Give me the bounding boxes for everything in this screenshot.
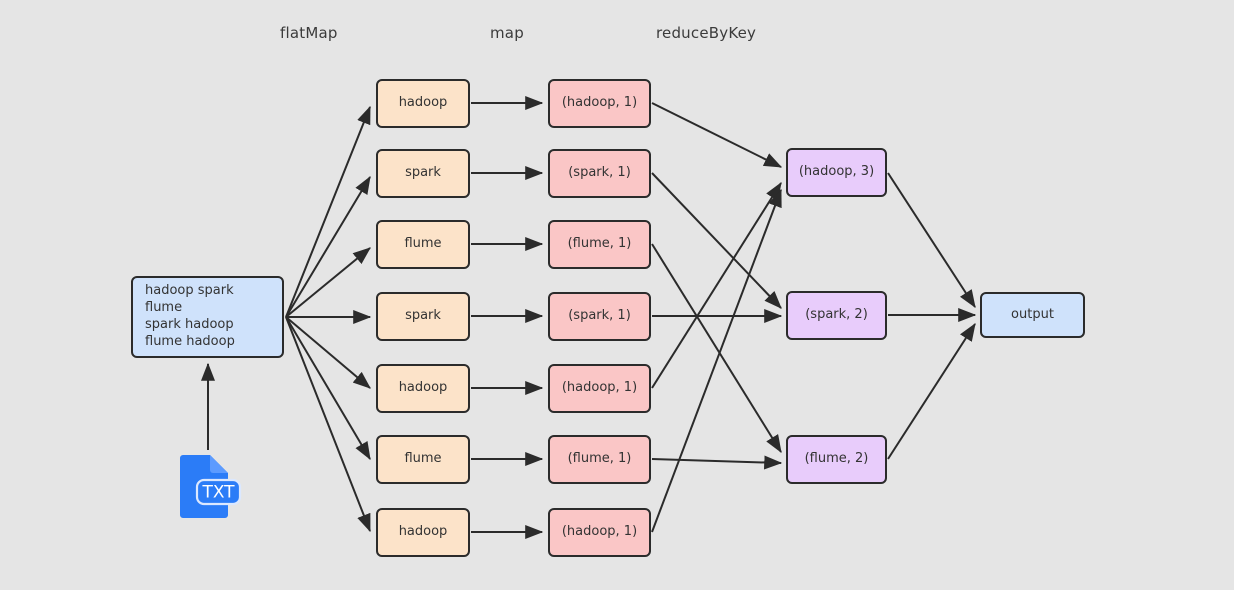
token-box[interactable]: spark [376,149,470,198]
pair-box[interactable]: (flume, 1) [548,435,651,484]
pair-box[interactable]: (hadoop, 1) [548,79,651,128]
source-text-box[interactable]: hadoop spark flume spark hadoop flume ha… [131,276,284,358]
edges-aggregates-to-output [887,172,977,460]
token-box[interactable]: hadoop [376,508,470,557]
token-box[interactable]: hadoop [376,79,470,128]
txt-badge-label: TXT [201,483,235,503]
folded-corner [210,455,228,473]
token-box[interactable]: spark [376,292,470,341]
pair-box[interactable]: (flume, 1) [548,220,651,269]
stage-label-reducebykey: reduceByKey [656,24,757,42]
aggregate-box[interactable]: (hadoop, 3) [786,148,887,197]
output-box[interactable]: output [980,292,1085,338]
edges-source-to-tokens [285,105,372,533]
txt-badge [195,478,242,506]
token-box[interactable]: flume [376,220,470,269]
stage-label-map: map [490,24,524,42]
token-box[interactable]: hadoop [376,364,470,413]
aggregate-box[interactable]: (flume, 2) [786,435,887,484]
pair-box[interactable]: (spark, 1) [548,292,651,341]
pair-box[interactable]: (hadoop, 1) [548,364,651,413]
token-box[interactable]: flume [376,435,470,484]
txt-file-icon[interactable]: TXT [176,452,242,518]
pair-box[interactable]: (spark, 1) [548,149,651,198]
aggregate-box[interactable]: (spark, 2) [786,291,887,340]
stage-label-flatmap: flatMap [280,24,338,42]
pair-box[interactable]: (hadoop, 1) [548,508,651,557]
edges-pairs-to-aggregates [651,102,783,533]
edges-tokens-to-pairs [471,96,544,539]
